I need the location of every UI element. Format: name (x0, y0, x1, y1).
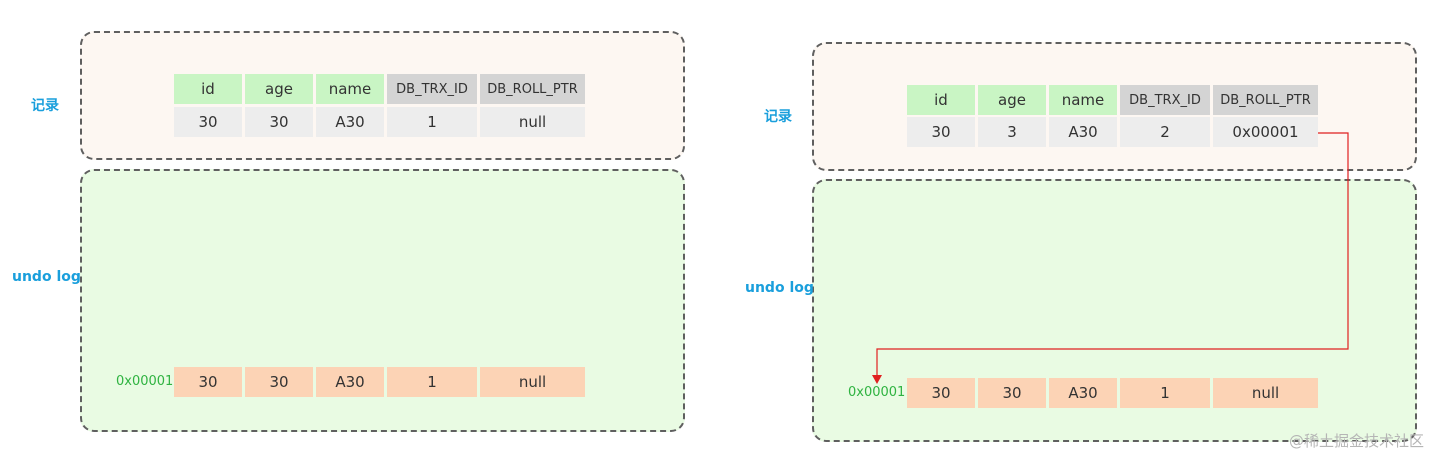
left-header-age: age (245, 74, 313, 104)
left-value-db-trx-id: 1 (387, 107, 477, 137)
left-header-db-trx-id: DB_TRX_ID (387, 74, 477, 104)
right-value-db-roll-ptr: 0x00001 (1213, 117, 1318, 147)
left-undo-db-trx-id: 1 (387, 367, 477, 397)
right-undo-name: A30 (1049, 378, 1117, 408)
left-undo-db-roll-ptr: null (480, 367, 585, 397)
right-record-label: 记录 (764, 109, 792, 125)
left-header-db-roll-ptr: DB_ROLL_PTR (480, 74, 585, 104)
left-undo-label: undo log (12, 269, 81, 285)
right-value-db-trx-id: 2 (1120, 117, 1210, 147)
right-value-age: 3 (978, 117, 1046, 147)
left-undo-address: 0x00001 (116, 374, 174, 389)
right-header-age: age (978, 85, 1046, 115)
right-undo-label: undo log (745, 280, 814, 296)
left-undo-name: A30 (316, 367, 384, 397)
left-header-name: name (316, 74, 384, 104)
left-undo-id: 30 (174, 367, 242, 397)
left-value-id: 30 (174, 107, 242, 137)
right-undo-id: 30 (907, 378, 975, 408)
right-header-id: id (907, 85, 975, 115)
left-value-name: A30 (316, 107, 384, 137)
right-undo-db-trx-id: 1 (1120, 378, 1210, 408)
left-value-age: 30 (245, 107, 313, 137)
left-header-id: id (174, 74, 242, 104)
watermark: @稀土掘金技术社区 (1288, 432, 1424, 450)
right-value-id: 30 (907, 117, 975, 147)
right-header-db-trx-id: DB_TRX_ID (1120, 85, 1210, 115)
left-undo-age: 30 (245, 367, 313, 397)
right-undo-age: 30 (978, 378, 1046, 408)
right-header-db-roll-ptr: DB_ROLL_PTR (1213, 85, 1318, 115)
right-header-name: name (1049, 85, 1117, 115)
right-undo-db-roll-ptr: null (1213, 378, 1318, 408)
left-value-db-roll-ptr: null (480, 107, 585, 137)
right-undo-address: 0x00001 (848, 385, 906, 400)
right-value-name: A30 (1049, 117, 1117, 147)
left-record-label: 记录 (31, 98, 59, 114)
